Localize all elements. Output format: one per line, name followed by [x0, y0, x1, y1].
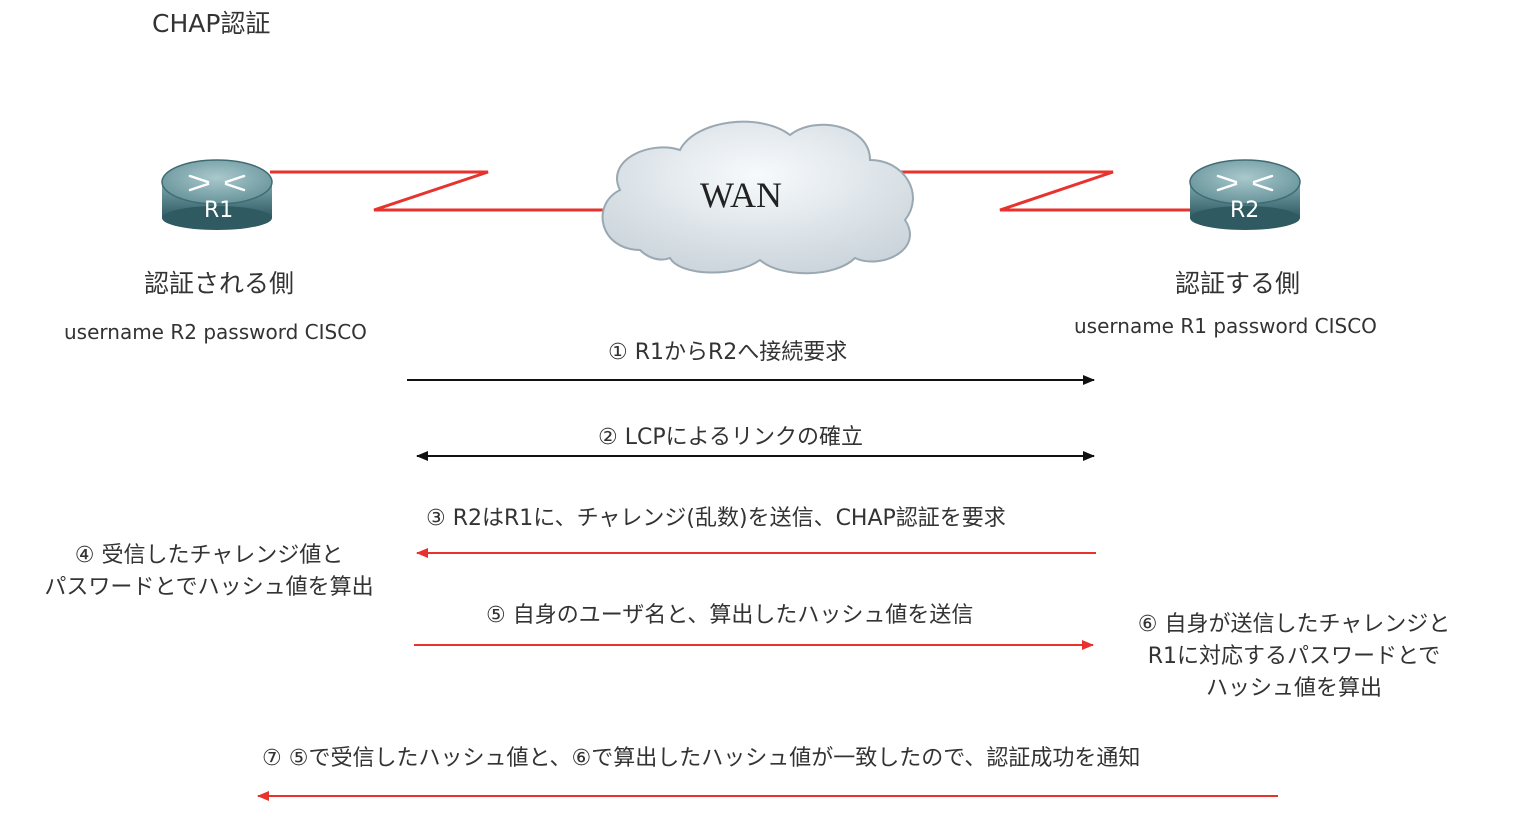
- step7-label: ⑦ ⑤で受信したハッシュ値と、⑥で算出したハッシュ値が一致したので、認証成功を通…: [262, 746, 1141, 771]
- step6-label: ⑥ 自身が送信したチャレンジと R1に対応するパスワードとで ハッシュ値を算出: [1104, 609, 1484, 705]
- step5-label: ⑤ 自身のユーザ名と、算出したハッシュ値を送信: [486, 603, 974, 628]
- step4-label: ④ 受信したチャレンジ値と パスワードとでハッシュ値を算出: [28, 540, 390, 604]
- wan-label: WAN: [700, 175, 782, 215]
- step6-line2: R1に対応するパスワードとで: [1147, 644, 1441, 669]
- serial-link-r1-wan: [270, 170, 605, 212]
- r2-role: 認証する側: [1175, 269, 1301, 298]
- r1-credential: username R2 password CISCO: [64, 320, 367, 344]
- router-r1: [161, 159, 273, 230]
- r1-role: 認証される側: [144, 269, 295, 298]
- r2-credential: username R1 password CISCO: [1074, 314, 1377, 338]
- step4-line1: ④ 受信したチャレンジ値と: [74, 543, 344, 568]
- wan-cloud: [601, 120, 914, 275]
- router-r2: [1189, 159, 1301, 230]
- step4-line2: パスワードとでハッシュ値を算出: [44, 575, 374, 600]
- r1-label: R1: [204, 198, 234, 223]
- step3-label: ③ R2はR1に、チャレンジ(乱数)を送信、CHAP認証を要求: [426, 506, 1006, 531]
- r2-label: R2: [1230, 198, 1260, 223]
- step6-line3: ハッシュ値を算出: [1205, 676, 1382, 701]
- step2-label: ② LCPによるリンクの確立: [598, 425, 863, 450]
- serial-link-wan-r2: [885, 170, 1190, 212]
- diagram-title: CHAP認証: [152, 9, 271, 38]
- step1-label: ① R1からR2へ接続要求: [608, 340, 848, 365]
- step6-line1: ⑥ 自身が送信したチャレンジと: [1137, 612, 1451, 637]
